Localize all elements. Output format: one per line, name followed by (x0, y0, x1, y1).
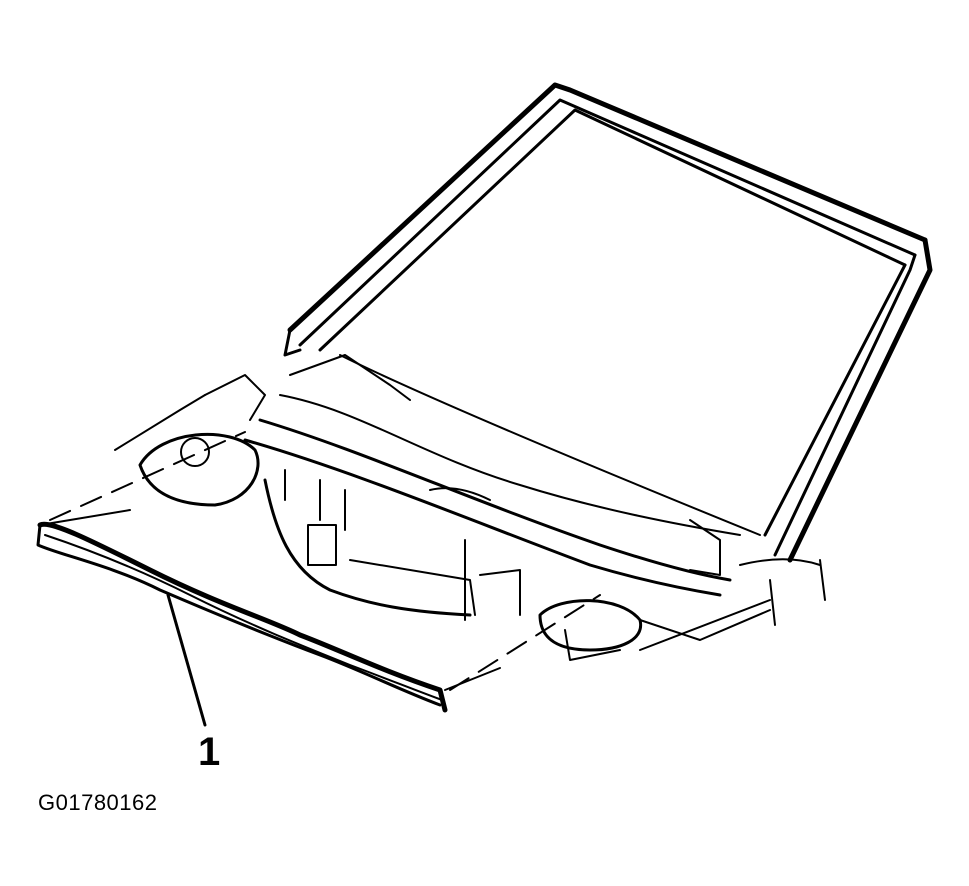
windshield-frame (283, 82, 933, 563)
callout-label: 1 (198, 730, 220, 774)
windshield-glass (318, 108, 907, 537)
cowl-panel (204, 354, 821, 597)
alignment-lines (49, 431, 601, 691)
firewall-body (263, 469, 521, 621)
callout-leader-line (166, 593, 207, 727)
left-strut-tower (114, 394, 260, 507)
panel-item-1 (36, 509, 501, 713)
right-strut-tower (538, 599, 771, 661)
figure-id: G01780162 (38, 790, 158, 815)
right-fender (639, 559, 826, 651)
